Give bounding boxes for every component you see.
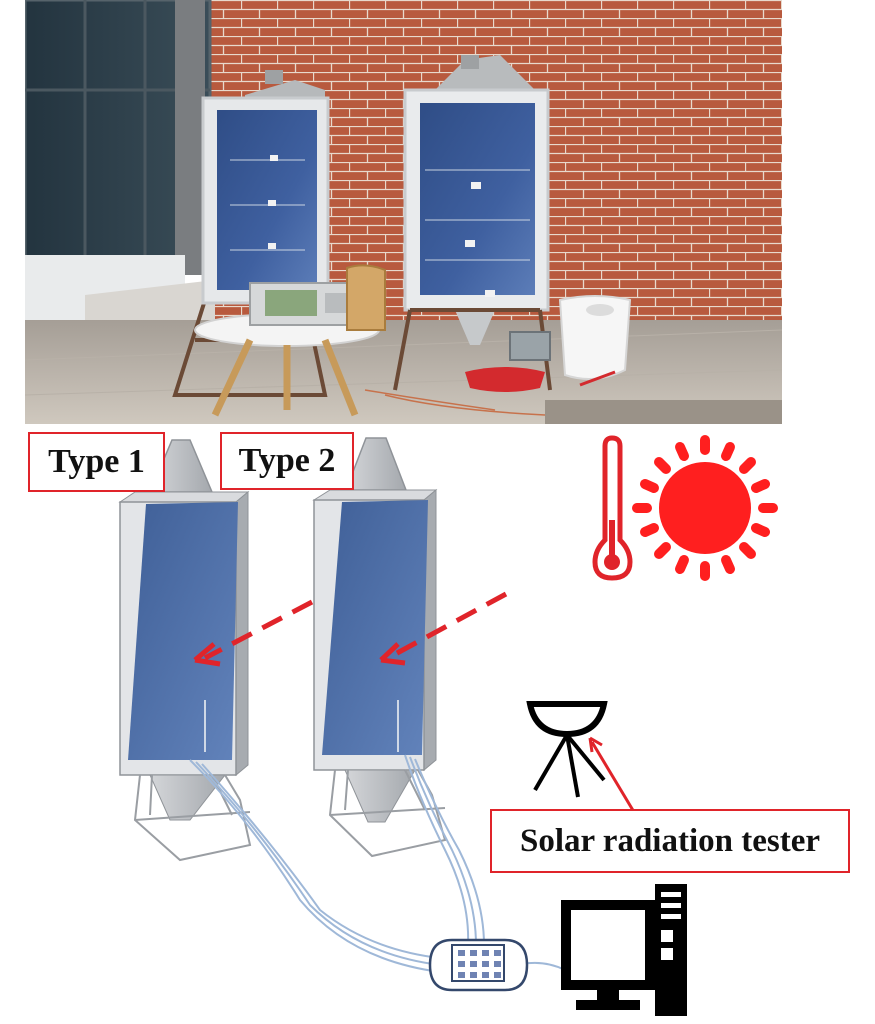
- type1-label: Type 1: [28, 432, 165, 492]
- type1-collector: [118, 439, 252, 862]
- type2-collector: [312, 437, 447, 858]
- data-logger-icon: [428, 938, 529, 992]
- type2-label: Type 2: [220, 432, 354, 490]
- pyranometer-icon: [526, 701, 636, 813]
- tester-label-text: Solar radiation tester: [519, 822, 820, 859]
- sun-icon: [632, 435, 778, 581]
- radiation-arrows: [193, 591, 508, 667]
- type2-label-text: Type 2: [238, 442, 336, 479]
- type1-label-text: Type 1: [48, 443, 145, 480]
- solar-radiation-tester-label: Solar radiation tester: [490, 809, 850, 873]
- photo-drawing: [25, 0, 782, 424]
- signal-cables: [189, 754, 566, 973]
- thermometer-icon: [592, 435, 633, 581]
- experiment-photo: [25, 0, 782, 424]
- computer-icon: [561, 884, 687, 1016]
- schematic-diagram: [118, 435, 778, 1016]
